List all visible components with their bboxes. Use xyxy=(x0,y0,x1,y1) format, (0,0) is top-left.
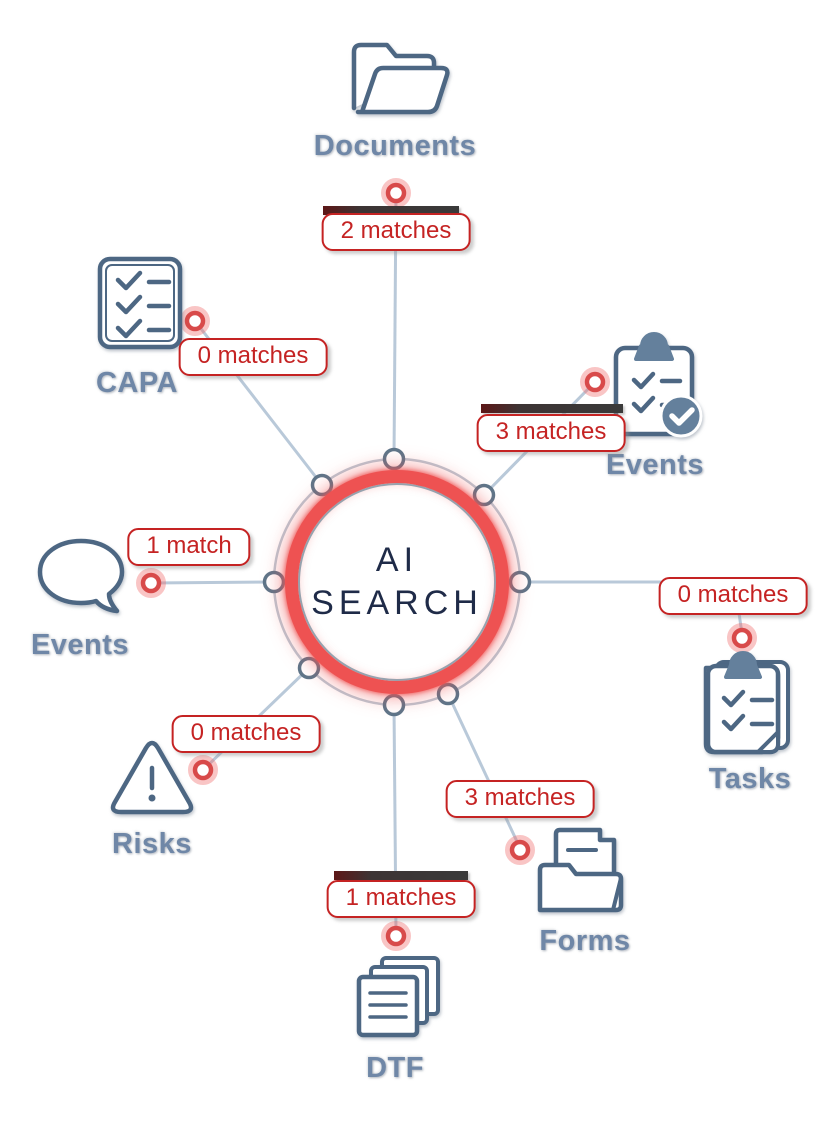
connector-dot-events-clipboard xyxy=(580,367,610,397)
events-chat-label: Events xyxy=(30,629,130,661)
forms-matches-pill[interactable]: 3 matches xyxy=(445,780,595,818)
checklist-icon[interactable] xyxy=(94,254,186,352)
events-clipboard-highlight-bar xyxy=(481,404,623,413)
connector-dot-tasks xyxy=(727,623,757,653)
spoke-events-chat xyxy=(150,580,275,585)
connector-dot-capa xyxy=(180,306,210,336)
hub-node xyxy=(436,682,460,706)
hub-node xyxy=(472,483,496,507)
capa-matches-pill[interactable]: 0 matches xyxy=(178,338,328,376)
warning-triangle-icon[interactable] xyxy=(106,738,198,820)
hub-node xyxy=(382,447,406,471)
speech-bubble-icon[interactable] xyxy=(30,534,130,620)
ai-search-hub[interactable]: AI SEARCH xyxy=(285,470,509,694)
hub-nodes xyxy=(262,447,532,717)
events-clipboard-label: Events xyxy=(605,449,705,481)
clipboard-tasks-icon[interactable] xyxy=(698,650,794,758)
hub-node xyxy=(508,570,532,594)
hub-title-line2: SEARCH xyxy=(311,584,483,622)
connector-dot-documents xyxy=(381,178,411,208)
connector-dots xyxy=(136,178,757,951)
folder-open-icon[interactable] xyxy=(338,32,450,124)
connector-dot-dtf xyxy=(381,921,411,951)
events-chat-matches-pill[interactable]: 1 match xyxy=(127,528,251,566)
stacked-documents-icon[interactable] xyxy=(346,952,444,1046)
events-clipboard-matches-pill[interactable]: 3 matches xyxy=(476,414,626,452)
hub-node xyxy=(382,693,406,717)
connector-dot-events-chat xyxy=(136,568,166,598)
hub-title: AI SEARCH xyxy=(311,539,483,625)
hub-node xyxy=(310,473,334,497)
forms-label: Forms xyxy=(539,925,631,957)
dtf-highlight-bar xyxy=(334,871,468,880)
capa-label: CAPA xyxy=(95,367,179,399)
clipboard-check-icon[interactable] xyxy=(606,328,706,446)
folder-paper-icon[interactable] xyxy=(528,820,630,918)
documents-label: Documents xyxy=(313,130,477,162)
hub-title-line1: AI xyxy=(375,541,419,579)
hub-node xyxy=(297,656,321,680)
connector-dot-forms xyxy=(505,835,535,865)
spoke-forms xyxy=(446,693,522,849)
documents-highlight-bar xyxy=(323,206,459,215)
risks-matches-pill[interactable]: 0 matches xyxy=(171,715,321,753)
hub-node xyxy=(262,570,286,594)
dtf-matches-pill[interactable]: 1 matches xyxy=(326,880,476,918)
risks-label: Risks xyxy=(112,828,192,860)
dtf-label: DTF xyxy=(366,1052,424,1084)
tasks-label: Tasks xyxy=(708,763,792,795)
documents-matches-pill[interactable]: 2 matches xyxy=(321,213,471,251)
connector-dot-risks xyxy=(188,755,218,785)
tasks-matches-pill[interactable]: 0 matches xyxy=(658,577,808,615)
